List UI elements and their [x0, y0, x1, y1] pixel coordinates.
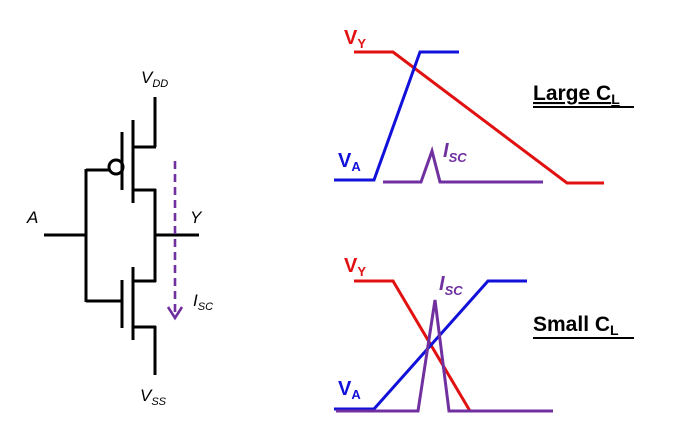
vy-waveform: [354, 50, 604, 185]
va-label: VA: [338, 378, 361, 402]
va-label: VA: [338, 150, 361, 174]
isc-circuit-label: ISC: [193, 291, 213, 313]
output-label: Y: [190, 208, 203, 227]
panel-title: Small CL: [533, 313, 619, 338]
isc-label: ISC: [443, 140, 467, 165]
panel-title: Large CL: [533, 82, 620, 107]
output-node: [153, 189, 199, 282]
cmos-inverter: [44, 97, 199, 375]
vdd-label: VDD: [141, 68, 168, 90]
short-circuit-current-arrow: [166, 161, 184, 321]
large-cl-panel: VY VA ISC Large CL: [334, 27, 634, 185]
nmos-transistor: [120, 267, 156, 340]
isc-waveform: [336, 299, 553, 413]
va-waveform: [334, 279, 527, 411]
pmos-gate-bubble: [107, 158, 125, 176]
input-node: [44, 169, 122, 303]
input-label: A: [26, 208, 38, 227]
vss-label: VSS: [140, 386, 167, 408]
va-waveform: [334, 50, 459, 182]
vy-waveform: [354, 279, 472, 412]
pmos-transistor: [86, 120, 156, 203]
isc-label: ISC: [439, 273, 463, 298]
isc-waveform: [383, 145, 543, 184]
vy-label: VY: [344, 27, 366, 51]
vdd-rail: [133, 97, 157, 149]
vy-label: VY: [344, 255, 366, 279]
small-cl-panel: VY VA ISC Small CL: [334, 255, 634, 413]
